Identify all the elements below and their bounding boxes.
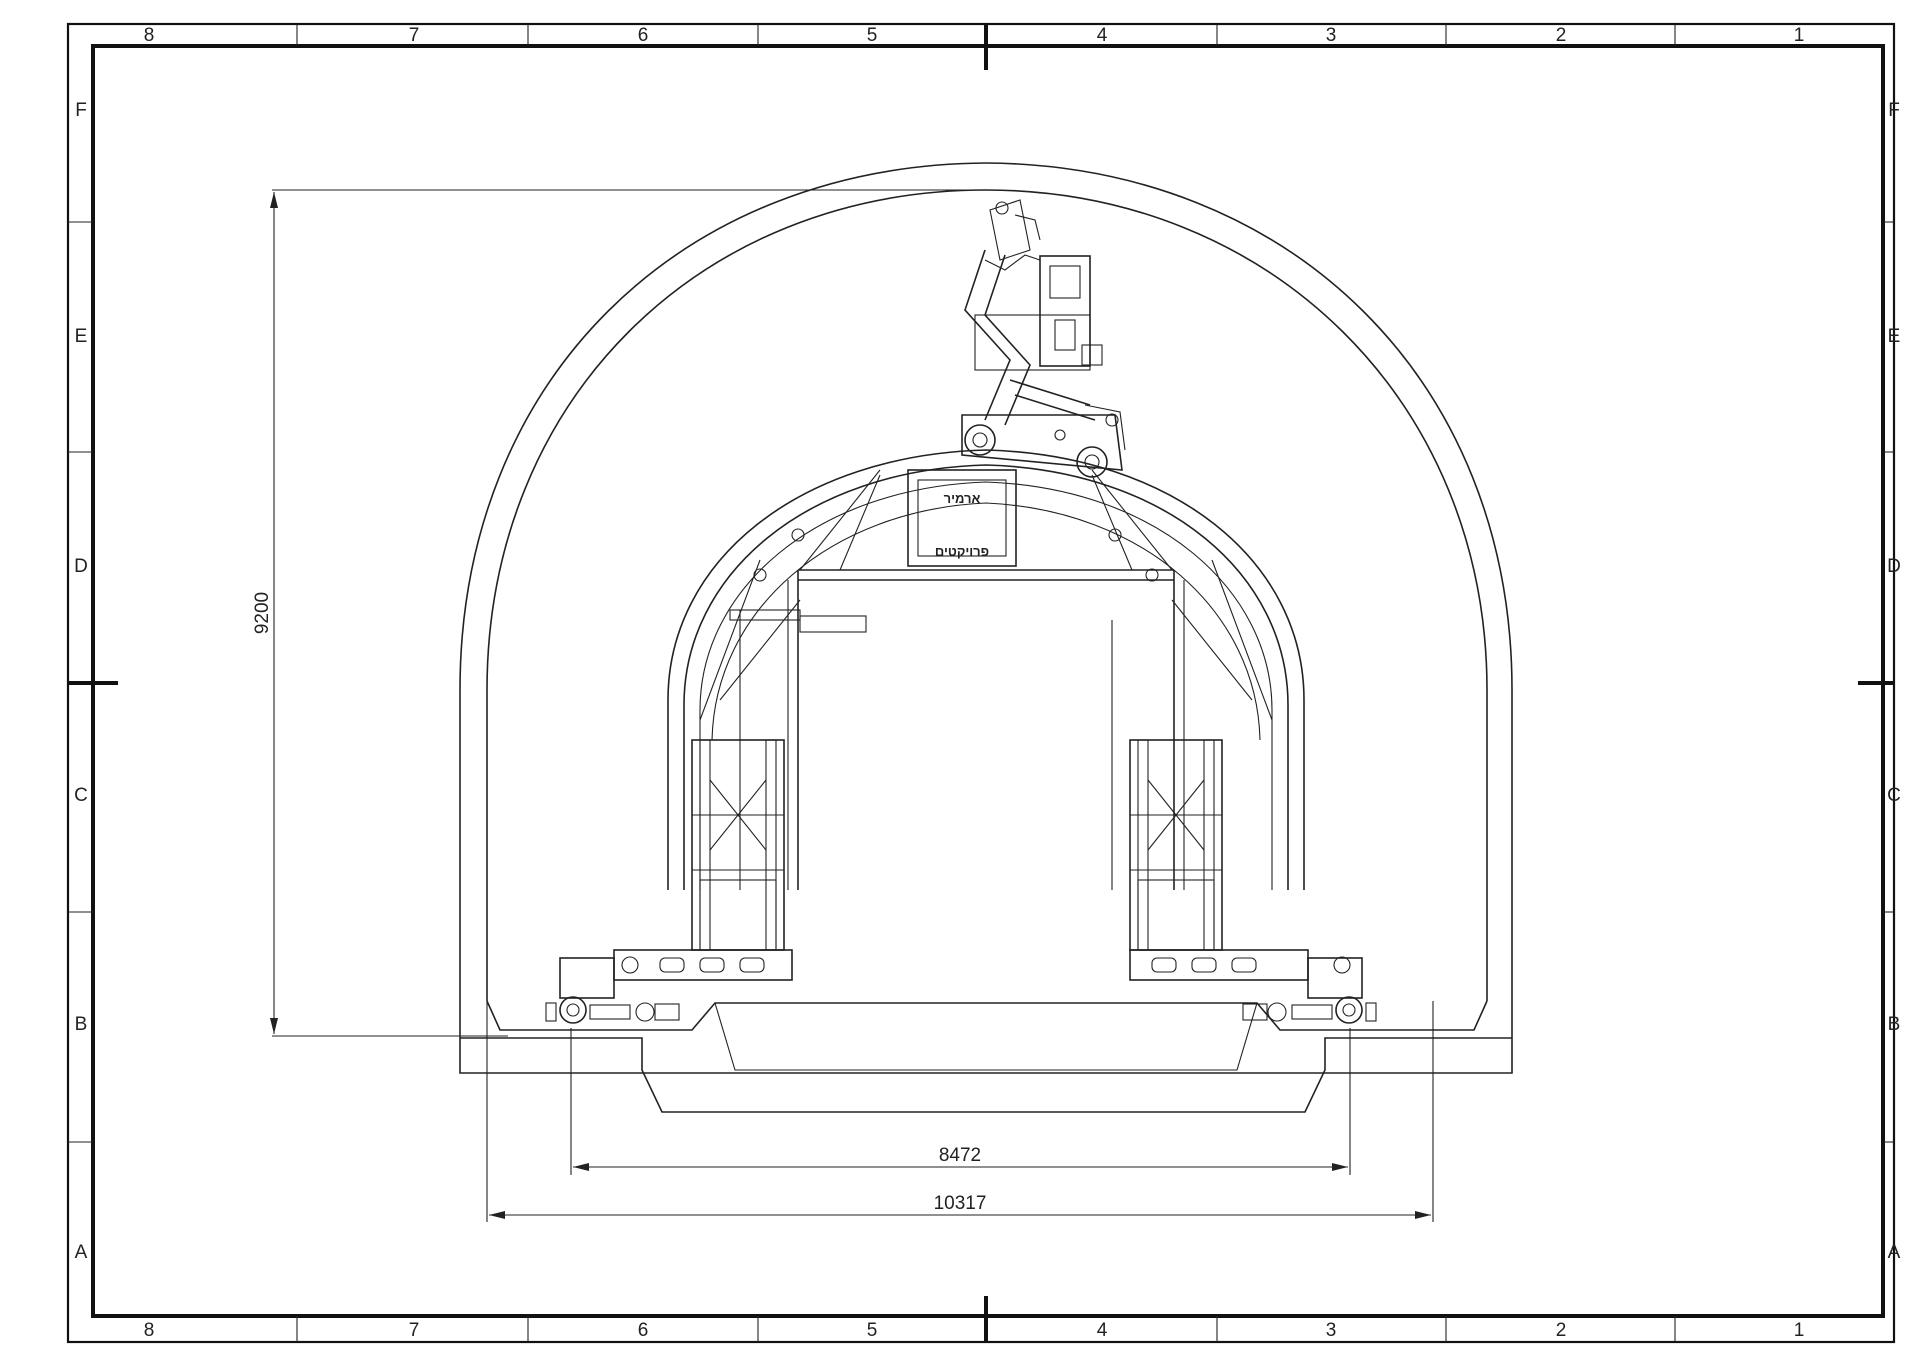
dim-inner-width-label: 8472 xyxy=(939,1145,981,1166)
rail-bed-profile xyxy=(486,1000,1488,1031)
dim-arrow xyxy=(573,1163,589,1171)
col-label-bottom: 1 xyxy=(1794,1320,1805,1341)
row-label-left: D xyxy=(74,556,88,577)
cylinder-rod xyxy=(729,609,801,621)
row-label-right: A xyxy=(1888,1242,1901,1263)
formwork-arch-inner xyxy=(683,464,1289,890)
row-label-right: E xyxy=(1888,326,1901,347)
col-label-top: 8 xyxy=(144,25,155,46)
dim-arrow xyxy=(270,1018,278,1034)
col-label-bottom: 3 xyxy=(1326,1320,1337,1341)
hydraulic-cylinder xyxy=(799,615,867,633)
inner-frame xyxy=(91,44,1885,1318)
center-panel xyxy=(907,469,1017,567)
dim-height-label: 9200 xyxy=(252,592,273,634)
col-label-bottom: 4 xyxy=(1097,1320,1108,1341)
col-label-bottom: 8 xyxy=(144,1320,155,1341)
row-label-right: F xyxy=(1888,100,1900,121)
dim-outer-width-label: 10317 xyxy=(934,1193,987,1214)
row-label-left: A xyxy=(75,1242,88,1263)
top-bracing xyxy=(699,469,1273,721)
zone-ticks xyxy=(68,24,1894,1342)
panel-label-line1: ארמיר xyxy=(944,491,981,506)
center-panel-inner xyxy=(917,479,1007,557)
dim-arrow xyxy=(1415,1211,1431,1219)
col-label-bottom: 5 xyxy=(867,1320,878,1341)
col-label-top: 2 xyxy=(1556,25,1567,46)
col-label-bottom: 2 xyxy=(1556,1320,1567,1341)
dim-arrow xyxy=(489,1211,505,1219)
lift-arm-assembly xyxy=(961,199,1126,478)
rail-bed-inner xyxy=(714,1002,1258,1071)
formwork-arch-rib-2 xyxy=(711,502,1261,741)
left-tower xyxy=(691,739,785,951)
tunnel-floor-profile xyxy=(460,1037,1512,1113)
row-label-left: F xyxy=(75,100,87,121)
row-label-right: D xyxy=(1887,556,1901,577)
right-carriage xyxy=(1129,949,1377,1024)
col-label-bottom: 7 xyxy=(409,1320,420,1341)
col-label-bottom: 6 xyxy=(638,1320,649,1341)
pin-hole xyxy=(1145,568,1159,582)
tunnel-outer-profile xyxy=(459,162,1513,1074)
col-label-top: 4 xyxy=(1097,25,1108,46)
left-carriage xyxy=(545,949,793,1024)
dim-arrow xyxy=(270,192,278,208)
panel-label-line2: פרויקטים xyxy=(935,544,989,559)
row-label-right: B xyxy=(1888,1014,1901,1035)
row-label-left: B xyxy=(75,1014,88,1035)
formwork-arch-outer xyxy=(667,449,1305,890)
pin-hole xyxy=(753,568,767,582)
col-label-top: 7 xyxy=(409,25,420,46)
col-label-top: 5 xyxy=(867,25,878,46)
right-tower xyxy=(1129,739,1223,951)
pin-hole xyxy=(791,528,805,542)
tunnel-inner-profile xyxy=(486,189,1488,1001)
formwork-arch-rib xyxy=(699,481,1273,890)
col-label-top: 6 xyxy=(638,25,649,46)
pin-hole xyxy=(1108,528,1122,542)
row-label-right: C xyxy=(1887,785,1901,806)
row-label-left: E xyxy=(75,326,88,347)
dim-arrow xyxy=(1332,1163,1348,1171)
row-label-left: C xyxy=(74,785,88,806)
col-label-top: 1 xyxy=(1794,25,1805,46)
col-label-top: 3 xyxy=(1326,25,1337,46)
